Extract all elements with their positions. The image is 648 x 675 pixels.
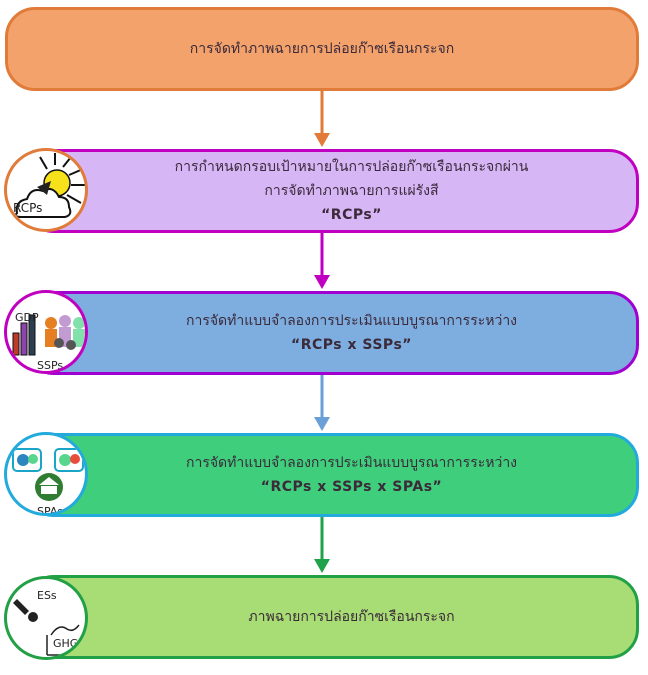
- icon-sublabel-gdp: GDP: [15, 311, 39, 324]
- step-2-text-line-2: การจัดทำภาพฉายการแผ่รังสี: [264, 183, 439, 199]
- icon-sublabel-ghg: GHG: [53, 637, 79, 650]
- step-1-text: การจัดทำภาพฉายการปล่อยก๊าซเรือนกระจก: [189, 41, 455, 57]
- arrow-4: [314, 517, 330, 573]
- policy-icon: SPAs: [4, 432, 88, 516]
- step-4-box: การจัดทำแบบจำลองการประเมินแบบบูรณาการระห…: [24, 433, 639, 517]
- arrow-2: [314, 233, 330, 289]
- step-3-text-line-2: “RCPs x SSPs”: [291, 337, 412, 353]
- step-4-text-line-1: การจัดทำแบบจำลองการประเมินแบบบูรณาการระห…: [185, 455, 518, 471]
- arrow-3: [314, 375, 330, 431]
- emission-icon: ESs GHG: [4, 576, 88, 660]
- icon-label-ess: ESs: [37, 589, 57, 602]
- arrow-1: [314, 91, 330, 147]
- step-3-text-line-1: การจัดทำแบบจำลองการประเมินแบบบูรณาการระห…: [185, 313, 518, 329]
- step-1-box: การจัดทำภาพฉายการปล่อยก๊าซเรือนกระจก: [5, 7, 639, 91]
- icon-label-rcps: RCPs: [13, 201, 43, 215]
- step-5-box: ภาพฉายการปล่อยก๊าซเรือนกระจก: [24, 575, 639, 659]
- step-3-box: การจัดทำแบบจำลองการประเมินแบบบูรณาการระห…: [24, 291, 639, 375]
- sun-cloud-icon: RCPs: [4, 148, 88, 232]
- step-2-text-line-3: “RCPs”: [321, 207, 382, 223]
- demographics-icon: GDP SSPs: [4, 290, 88, 374]
- icon-label-spas: SPAs: [37, 505, 64, 516]
- step-2-text-line-1: การกำหนดกรอบเป้าหมายในการปล่อยก๊าซเรือนก…: [174, 159, 529, 175]
- step-5-text: ภาพฉายการปล่อยก๊าซเรือนกระจก: [248, 609, 455, 625]
- step-2-box: การกำหนดกรอบเป้าหมายในการปล่อยก๊าซเรือนก…: [24, 149, 639, 233]
- icon-label-ssps: SSPs: [37, 359, 64, 372]
- step-4-text-line-2: “RCPs x SSPs x SPAs”: [260, 479, 443, 495]
